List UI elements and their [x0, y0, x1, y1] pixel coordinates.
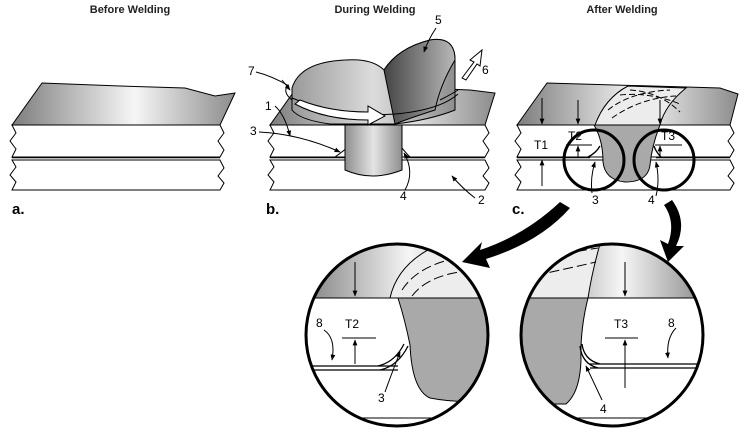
travel-direction-arrow [461, 48, 483, 81]
rotation-arrow [294, 99, 387, 126]
detail-left-callout-8: 8 [316, 316, 323, 330]
panel-a-plates [9, 82, 236, 191]
detail-right [519, 242, 705, 428]
zoom-arrow-left [462, 202, 570, 268]
panel-label-b: b. [266, 201, 279, 218]
detail-circle-retreating-side [562, 128, 626, 192]
header-during-welding: During Welding [334, 4, 415, 16]
callout-4-b: 4 [400, 189, 407, 203]
tool-pin [344, 124, 403, 177]
detail-right-callout-8: 8 [668, 316, 675, 330]
detail-left [304, 242, 490, 428]
thickness-t3: T3 [661, 129, 675, 143]
callout-7: 7 [248, 64, 255, 78]
detail-right-callout-4: 4 [600, 402, 607, 416]
tool-shoulder [291, 38, 459, 125]
detail-right-t3: T3 [614, 317, 628, 331]
callout-3-c: 3 [592, 193, 599, 207]
callout-6: 6 [482, 63, 489, 77]
zoom-arrow-right [660, 200, 684, 262]
detail-left-t2: T2 [345, 317, 359, 331]
callout-2: 2 [478, 193, 485, 207]
thickness-t1: T1 [534, 138, 548, 152]
weld-surface-texture [594, 85, 688, 126]
header-after-welding: After Welding [586, 4, 657, 16]
panel-label-a: a. [12, 201, 25, 218]
detail-left-callout-3: 3 [378, 391, 385, 405]
callout-3-b: 3 [250, 124, 257, 138]
panel-label-c: c. [512, 201, 525, 218]
callout-1: 1 [265, 99, 272, 113]
header-before-welding: Before Welding [90, 4, 170, 16]
detail-circle-advancing-side [632, 128, 696, 192]
callout-5: 5 [435, 13, 442, 27]
callout-4-c: 4 [648, 193, 655, 207]
